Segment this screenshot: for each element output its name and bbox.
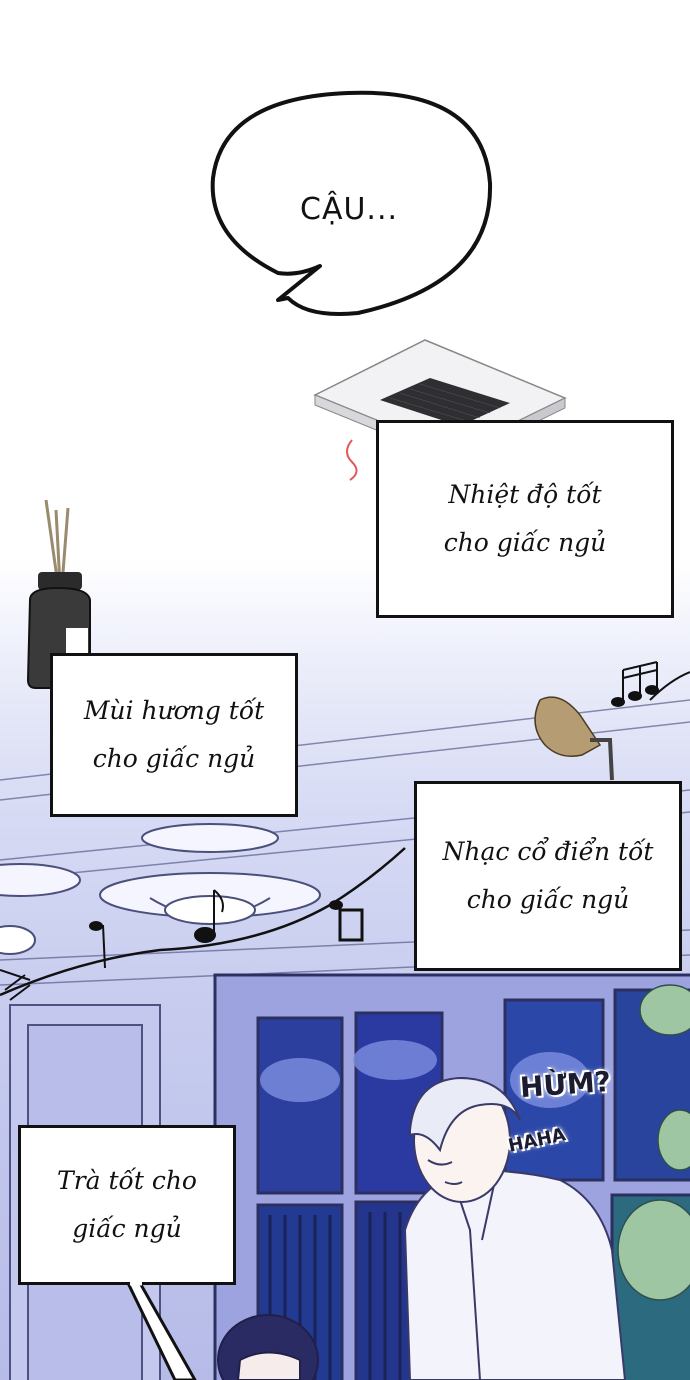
caption-scent: Mùi hương tốt cho giấc ngủ bbox=[50, 653, 298, 817]
man-character bbox=[403, 1076, 627, 1380]
caption-music: Nhạc cổ điển tốt cho giấc ngủ bbox=[414, 781, 682, 971]
caption-tea-line1: Trà tốt cho bbox=[57, 1166, 197, 1195]
caption-music-line1: Nhạc cổ điển tốt bbox=[442, 837, 654, 866]
caption-music-line2: cho giấc ngủ bbox=[466, 885, 630, 914]
caption-temperature: Nhiệt độ tốt cho giấc ngủ bbox=[376, 420, 674, 618]
caption-scent-line1: Mùi hương tốt bbox=[83, 696, 265, 725]
caption-scent-line2: cho giấc ngủ bbox=[92, 744, 256, 773]
caption-temperature-line2: cho giấc ngủ bbox=[443, 528, 607, 557]
caption-temperature-line1: Nhiệt độ tốt bbox=[448, 480, 602, 509]
speech-text: CẬU... bbox=[300, 192, 399, 227]
caption-tea-line2: giấc ngủ bbox=[72, 1214, 182, 1243]
girl-character bbox=[217, 1314, 319, 1380]
caption-tea: Trà tốt cho giấc ngủ bbox=[18, 1125, 236, 1285]
sfx-hum: HỪM? bbox=[518, 1064, 612, 1105]
speech-bubble bbox=[210, 90, 493, 316]
music-note-icon bbox=[0, 661, 690, 1001]
ceiling-lamp-icon bbox=[0, 823, 321, 955]
